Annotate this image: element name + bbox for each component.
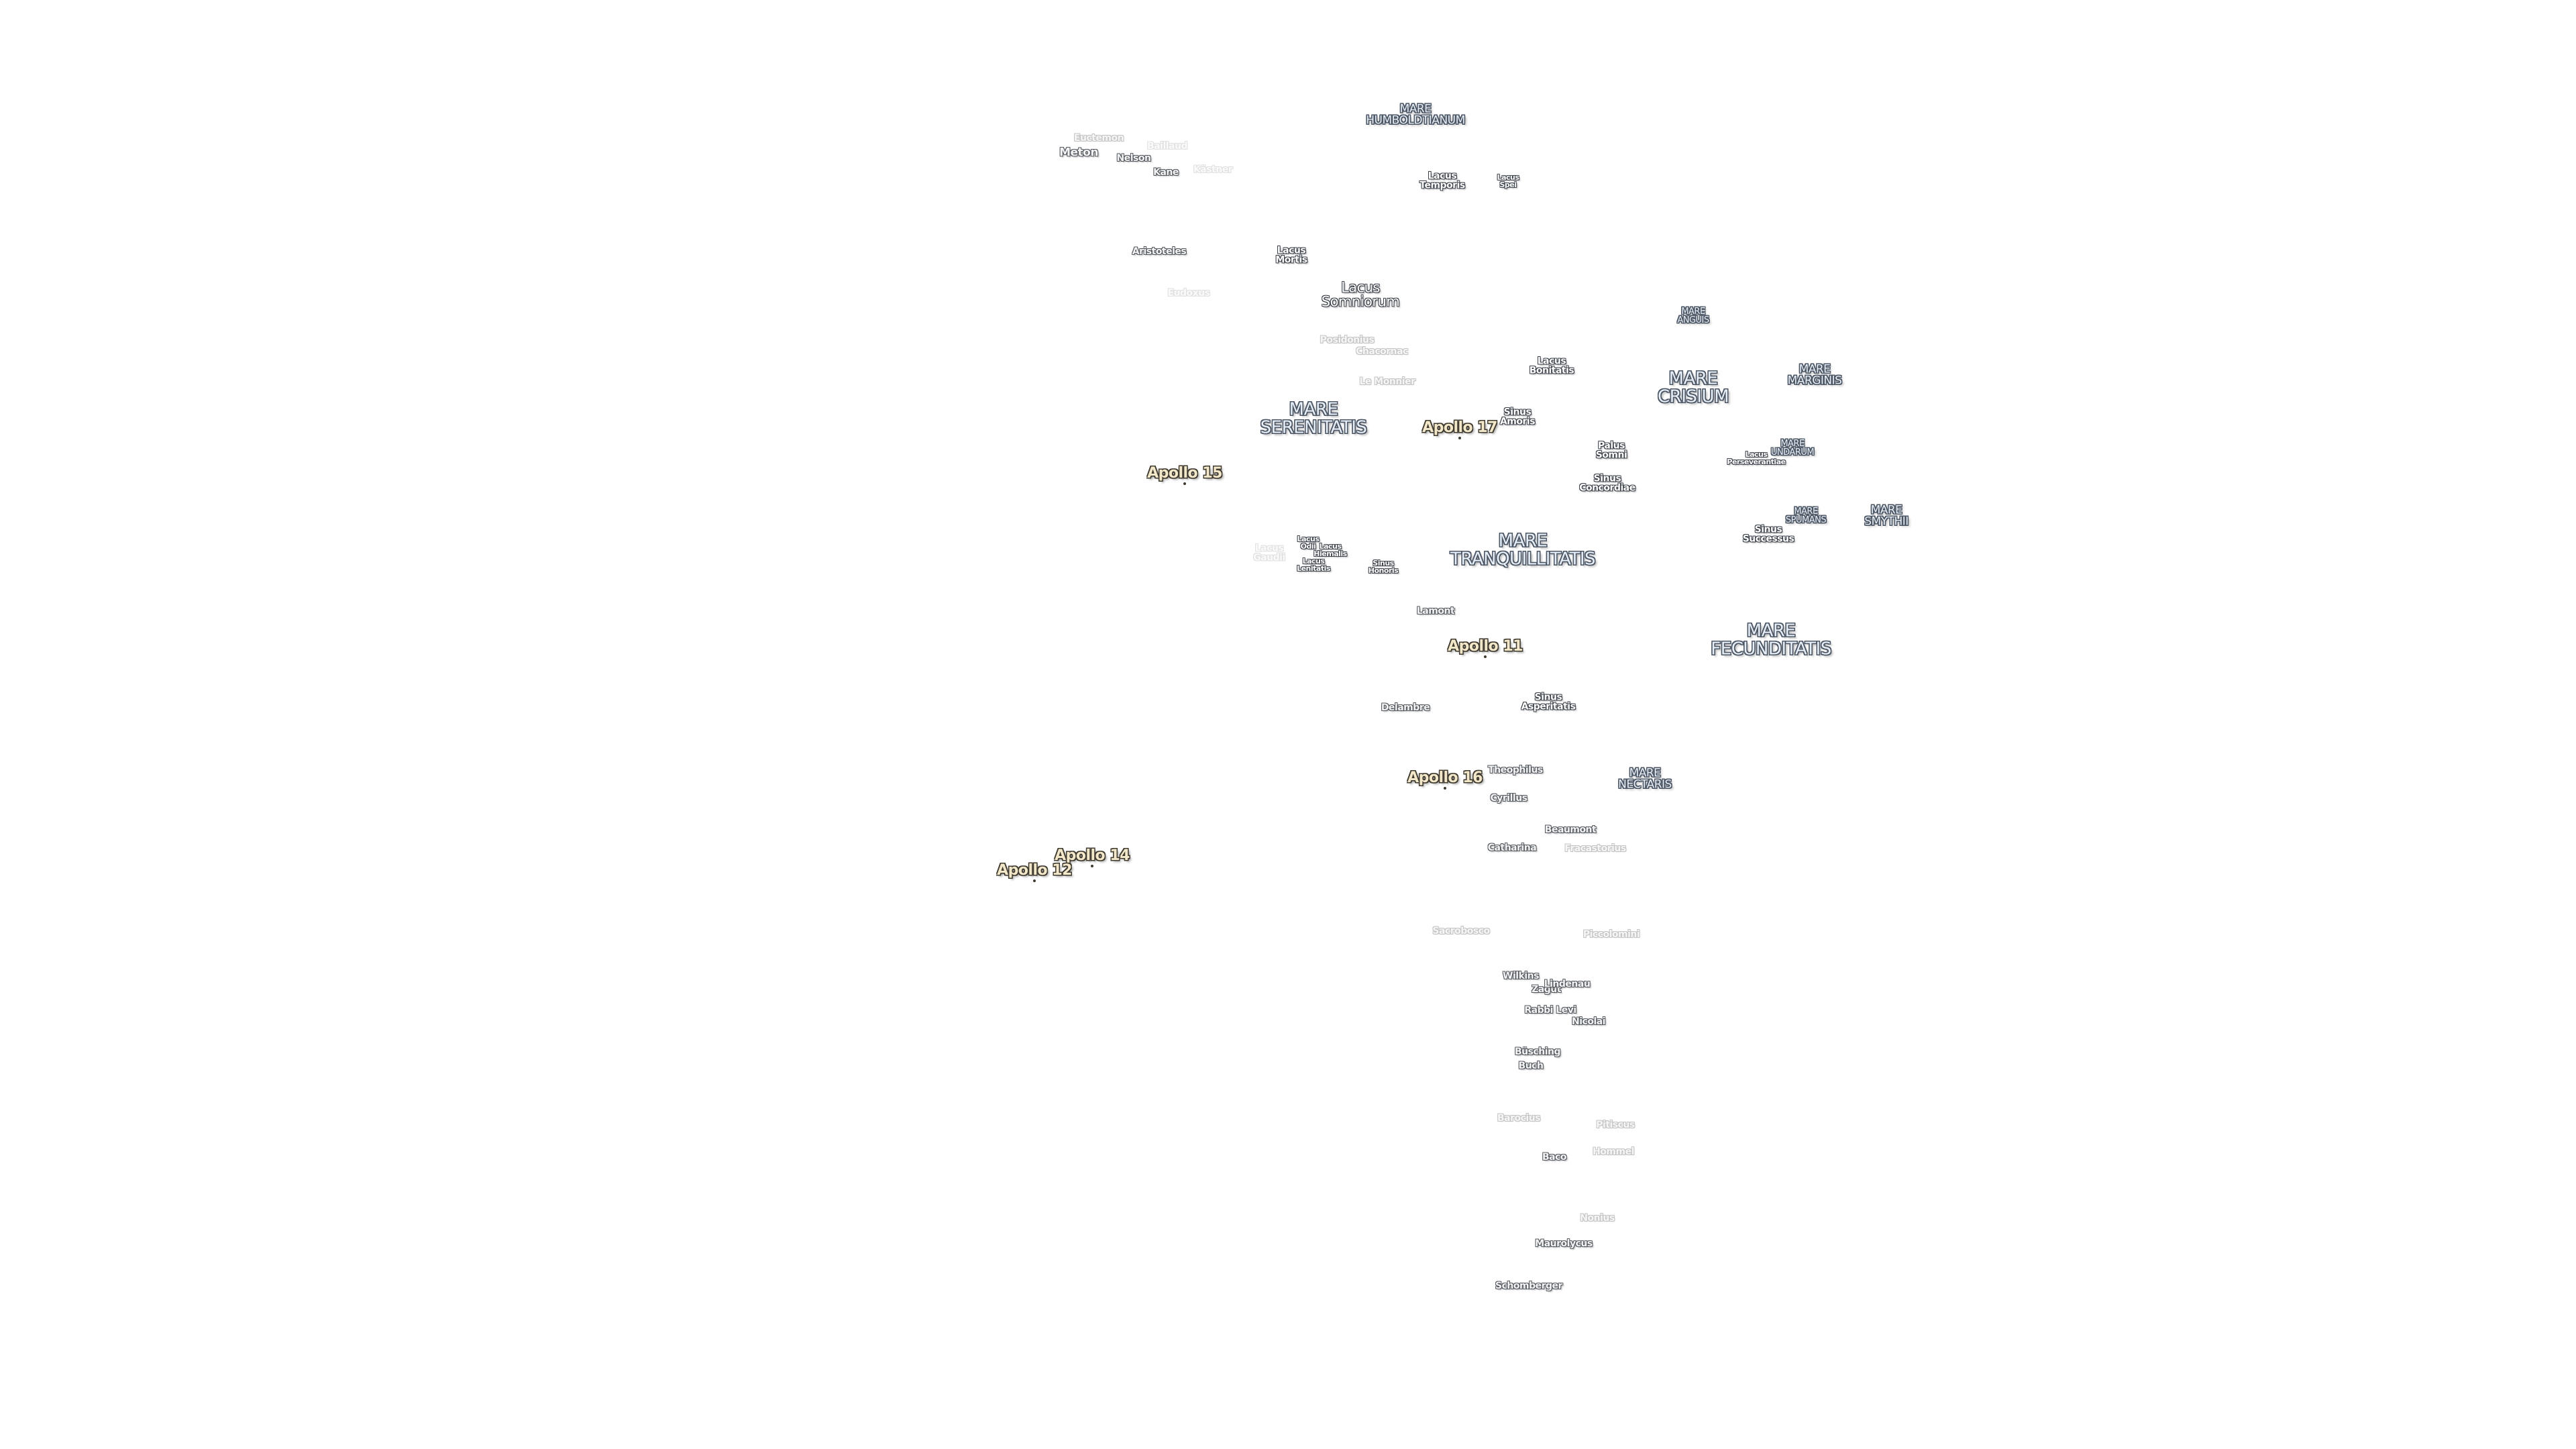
label-mare-serenitatis: MARE SERENITATIS [1260, 399, 1367, 437]
label-lacus-somniorum: Lacus Somniorum [1321, 279, 1400, 310]
label-beaumont: Beaumont [1544, 824, 1597, 835]
label-le-monnier: Le Monnier [1359, 376, 1415, 387]
label-apollo-16: Apollo 16 [1407, 769, 1483, 786]
label-lacus-perseverantiae: Lacus Perseverantiae [1727, 449, 1786, 466]
label-palus-somni: Palus Somni [1595, 440, 1627, 461]
apollo-17-pin [1458, 437, 1461, 439]
label-schomberger: Schomberger [1495, 1280, 1562, 1291]
label-sacrobosco: Sacrobosco [1432, 925, 1490, 936]
label-mare-smythii: MARE SMYTHII [1864, 503, 1909, 529]
label-nicolai: Nicolai [1572, 1016, 1605, 1027]
label-apollo-11: Apollo 11 [1448, 637, 1523, 655]
label-meton: Meton [1059, 146, 1098, 160]
label-sinus-successus: Sinus Successus [1742, 524, 1794, 545]
label-delambre: Delambre [1381, 702, 1430, 713]
label-mare-nectaris: MARE NECTARIS [1618, 766, 1672, 792]
label-lamont: Lamont [1416, 605, 1455, 616]
label-zagut: Zagut [1532, 983, 1561, 995]
label-lindenau: Lindenau [1544, 978, 1591, 989]
label-lacus-mortis: Lacus Mortis [1275, 245, 1307, 266]
label-apollo-14: Apollo 14 [1055, 847, 1130, 864]
label-lacus-odii: Lacus Odii [1297, 534, 1320, 551]
label-eudoxus: Eudoxus [1167, 287, 1211, 299]
label-lacus-temporis: Lacus Temporis [1419, 170, 1465, 191]
label-pitiscus: Pitiscus [1596, 1119, 1635, 1130]
label-wilkins: Wilkins [1503, 970, 1539, 981]
label-barocius: Barocius [1497, 1112, 1541, 1124]
apollo-11-pin [1484, 655, 1487, 658]
label-mare-undarum: MARE UNDARUM [1770, 438, 1815, 458]
apollo-15-pin [1183, 482, 1186, 485]
label-apollo-15: Apollo 15 [1147, 464, 1222, 482]
label-euctemon: Euctemon [1073, 132, 1124, 144]
label-nelson: Nelson [1116, 152, 1151, 164]
label-mare-fecunditatis: MARE FECUNDITATIS [1711, 621, 1831, 659]
apollo-14-pin [1091, 865, 1093, 867]
label-kane: Kane [1153, 166, 1179, 178]
label-sinus-amoris: Sinus Amoris [1499, 407, 1536, 427]
label-baco: Baco [1542, 1151, 1567, 1163]
label-mare-crisium: MARE CRISIUM [1657, 368, 1729, 407]
label-fracastorius: Fracastorius [1564, 843, 1626, 854]
label-lacus-bonitatis: Lacus Bonitatis [1529, 356, 1574, 376]
label-cyrillus: Cyrillus [1490, 792, 1527, 804]
label-aristoteles: Aristoteles [1132, 246, 1187, 257]
label-sinus-concordiae: Sinus Concordiae [1579, 473, 1635, 494]
label-catharina: Catharina [1487, 842, 1537, 853]
label-lacus-gaudii: Lacus Gaudii [1253, 543, 1285, 564]
label-buch: Buch [1518, 1060, 1544, 1071]
label-mare-marginis: MARE MARGINIS [1787, 362, 1842, 388]
label-mare-anguis: MARE ANGUIS [1677, 306, 1709, 325]
label-baillaud: Baillaud [1147, 140, 1187, 152]
label-posidonius: Posidonius [1320, 334, 1375, 345]
label-mare-spumans: MARE SPUMANS [1785, 506, 1827, 525]
label-lacus-lenitatis: Lacus Lenitatis [1297, 556, 1330, 573]
label-mare-tranquillitatis: MARE TRANQUILLITATIS [1450, 531, 1596, 569]
apollo-12-pin [1033, 879, 1036, 882]
apollo-16-pin [1444, 787, 1446, 790]
label-theophilus: Theophilus [1488, 764, 1543, 775]
label-apollo-12: Apollo 12 [997, 861, 1072, 879]
label-mare-humboldtianum: MARE HUMBOLDTIANUM [1366, 102, 1465, 127]
label-lacus-hiemalis: Lacus Hiemalis [1313, 541, 1347, 558]
label-kastner: Kästner [1193, 164, 1233, 175]
label-sinus-asperitatis: Sinus Asperitatis [1521, 692, 1576, 712]
label-sinus-honoris: Sinus Honoris [1368, 558, 1399, 575]
label-busching: Büsching [1514, 1046, 1561, 1057]
label-piccolomini: Piccolomini [1582, 928, 1640, 940]
label-rabbi-levi: Rabbi Levi [1524, 1004, 1576, 1016]
label-maurolycus: Maurolycus [1535, 1238, 1593, 1249]
label-chacornac: Chacornac [1356, 345, 1408, 357]
label-nonius: Nonius [1580, 1212, 1615, 1224]
label-lacus-spei: Lacus Spei [1497, 172, 1519, 189]
label-hommel: Hommel [1593, 1146, 1634, 1157]
label-apollo-17: Apollo 17 [1422, 419, 1497, 436]
